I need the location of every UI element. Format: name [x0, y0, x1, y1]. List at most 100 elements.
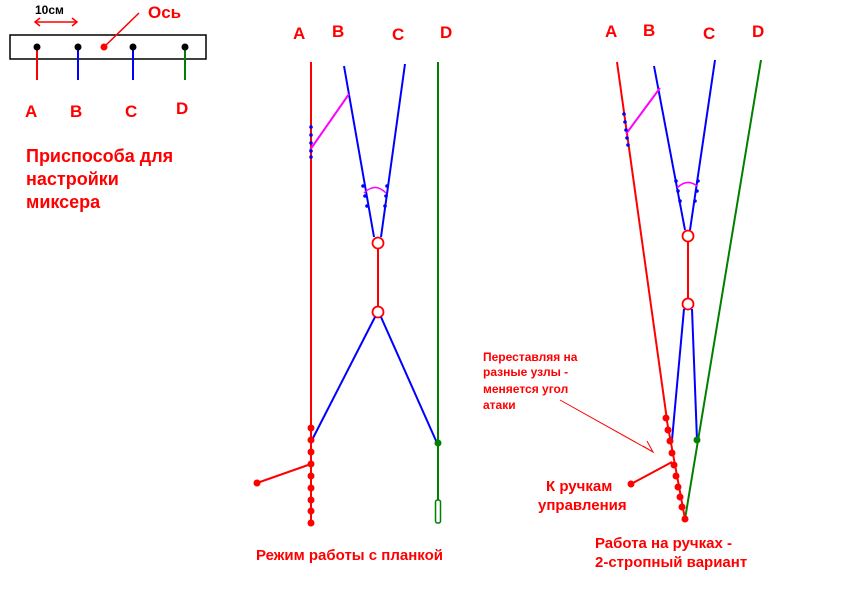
handles-leg-to-d [691, 308, 698, 441]
handles-dot [693, 199, 697, 203]
bar-tick [309, 141, 313, 145]
handles-bc-angle-arc [676, 181, 698, 189]
bar-knot [307, 424, 315, 432]
bar-label-b: B [332, 22, 344, 41]
handles-knot [672, 472, 680, 480]
handles-tick [622, 112, 626, 116]
bar-d-junction [434, 439, 442, 447]
fixture-caption-line-2: настройки [26, 169, 119, 189]
fixture-label-d: D [176, 99, 188, 118]
axis-label: Ось [148, 3, 181, 22]
bar-knot [307, 448, 315, 456]
bar-lower-knot [371, 305, 385, 319]
note-line-2: разные узлы - [483, 365, 568, 379]
bar-knot [307, 484, 315, 492]
handles-dot [695, 189, 699, 193]
bar-dot [384, 194, 388, 198]
scale-label: 10см [35, 3, 64, 17]
bar-knot [307, 472, 315, 480]
bar-upper-knot [371, 236, 385, 250]
bar-knot [307, 507, 315, 515]
bar-line-c [380, 63, 406, 238]
note-arrow-line [559, 399, 654, 453]
note-arrow-head [642, 440, 655, 454]
handles-dot [678, 199, 682, 203]
handles-dot [676, 189, 680, 193]
handles-knot [678, 503, 686, 511]
bar-mode-diagram: A B C D [253, 22, 452, 564]
bar-leg-to-d [380, 316, 438, 444]
bar-line-d-loop [434, 499, 442, 524]
note-line-1: Переставляя на [483, 350, 578, 364]
scale-arrow-right-head [71, 17, 79, 27]
bar-knot [307, 519, 315, 527]
handles-handle-end [627, 480, 635, 488]
handles-tick [625, 136, 629, 140]
scale-arrow-left-head [33, 17, 41, 27]
fixture-caption-line-1: Приспособа для [26, 146, 173, 166]
handles-knot [666, 437, 674, 445]
note-line-4: атаки [483, 398, 516, 412]
bar-knot [307, 496, 315, 504]
bar-label-c: C [392, 25, 404, 44]
bar-handle-line [256, 463, 312, 484]
handles-lower-knot [681, 297, 695, 311]
handles-a-knots [662, 414, 689, 523]
handles-upper-knot [681, 229, 695, 243]
bar-knot [307, 436, 315, 444]
bar-line-b [343, 65, 375, 238]
bar-a-knots [307, 424, 315, 527]
handles-line-c [689, 59, 716, 231]
fixture-label-c: C [125, 102, 137, 121]
axis-pointer-line [103, 12, 140, 48]
handles-leg-to-a [671, 308, 685, 441]
bar-caption: Режим работы с планкой [256, 547, 443, 564]
bar-handle-end [253, 479, 261, 487]
fixture-label-b: B [70, 102, 82, 121]
bar-tick [309, 149, 313, 153]
bar-tick [309, 155, 313, 159]
handles-mode-diagram: A B C D [483, 21, 764, 571]
bar-dot [361, 184, 365, 188]
handles-a-ticks [622, 112, 630, 147]
bar-tick [309, 133, 313, 137]
handles-tick [624, 128, 628, 132]
handles-dot [696, 179, 700, 183]
handles-label-a: A [605, 22, 617, 41]
bar-bc-dots [361, 184, 389, 208]
bar-dot [385, 184, 389, 188]
handles-bc-dots [674, 179, 700, 203]
fixture-hole-a [33, 43, 41, 51]
bar-magenta-spur [309, 93, 350, 151]
fixture-caption-line-3: миксера [26, 192, 101, 212]
handles-knot [670, 461, 678, 469]
fixture-board [9, 34, 207, 60]
handles-dot [674, 179, 678, 183]
bar-label-a: A [293, 24, 305, 43]
handles-caption-line-2: 2-стропный вариант [595, 554, 747, 571]
handles-label-c: C [703, 24, 715, 43]
bar-dot [383, 204, 387, 208]
bar-leg-to-a [311, 316, 376, 441]
bar-label-d: D [440, 23, 452, 42]
handles-knot [668, 449, 676, 457]
handles-handle-line [630, 461, 673, 485]
note-line-3: меняется угол [483, 382, 568, 396]
bar-bc-angle-arc [363, 186, 387, 194]
handles-label-line-2: управления [538, 497, 627, 514]
fixture-label-a: A [25, 102, 37, 121]
mixer-setup-fixture: Ось 10см A B C D Приспособа для настройк… [9, 3, 207, 212]
handles-knot [664, 426, 672, 434]
handles-label-b: B [643, 21, 655, 40]
handles-magenta-spur [625, 87, 661, 135]
handles-caption-line-1: Работа на ручках - [595, 535, 732, 552]
handles-knot [681, 515, 689, 523]
fixture-hole-c [129, 43, 137, 51]
handles-tick [623, 120, 627, 124]
handles-label-line-1: К ручкам [546, 478, 612, 495]
bar-a-ticks [309, 125, 313, 159]
bar-tick [309, 125, 313, 129]
handles-knot [662, 414, 670, 422]
handles-line-d [684, 59, 762, 520]
